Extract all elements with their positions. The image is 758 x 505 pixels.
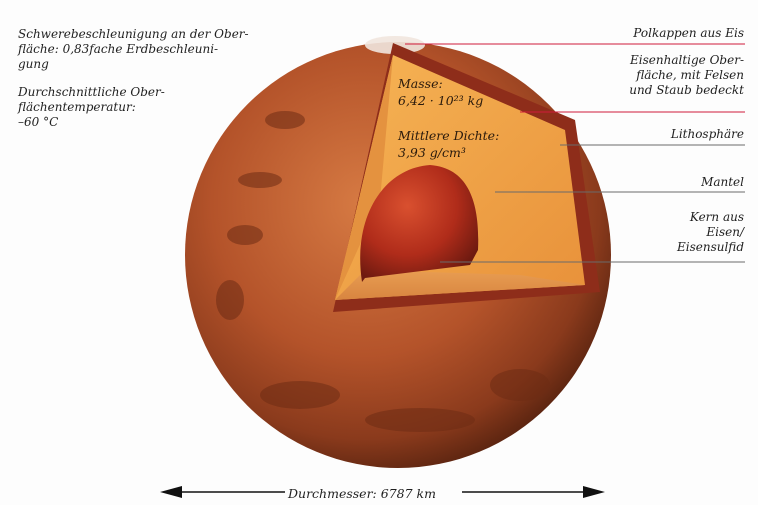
label-polar-caps: Polkappen aus Eis	[633, 26, 744, 41]
diameter-label: Durchmesser: 6787 km	[288, 486, 436, 501]
label-mantle: Mantel	[701, 175, 744, 190]
density-label: Mittlere Dichte:	[398, 128, 499, 144]
diameter-arrow-left	[160, 486, 182, 498]
density-value: 3,93 g/cm³	[398, 145, 466, 161]
diameter-arrow-right	[583, 486, 605, 498]
label-gravity: Schwerebeschleunigung an der Ober- fläch…	[18, 27, 249, 72]
mass-label: Masse:	[398, 76, 443, 92]
label-core: Kern aus Eisen/ Eisensulfid	[677, 210, 744, 255]
label-lithosphere: Lithosphäre	[671, 127, 744, 142]
mass-value: 6,42 · 10²³ kg	[398, 93, 483, 109]
label-temperature: Durchschnittliche Ober- flächentemperatu…	[18, 85, 165, 130]
label-surface: Eisenhaltige Ober- fläche, mit Felsen un…	[629, 53, 744, 98]
